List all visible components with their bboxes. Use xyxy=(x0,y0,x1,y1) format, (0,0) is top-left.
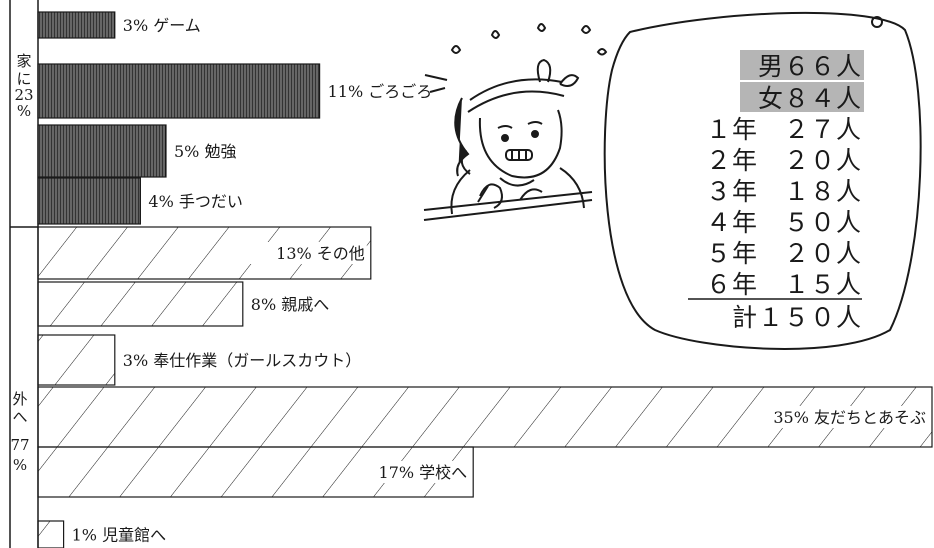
bar-0-3 xyxy=(37,177,142,225)
bars: 3% ゲーム 11% ごろごろ 5% 勉強 4% 手つだい 13% その他 8% 親戚へ 3… xyxy=(37,11,933,548)
total: 計１５０人 xyxy=(732,303,862,332)
bar-label-1-0: 13% その他 xyxy=(276,244,365,263)
group-out-char-3: % xyxy=(13,456,27,474)
bar-1-1 xyxy=(37,281,244,327)
group-out-char-2: 77 xyxy=(10,436,29,454)
bar-1-5 xyxy=(37,520,65,548)
bar-label-1-1: 8% 親戚へ xyxy=(251,295,329,314)
bar-label-0-2: 5% 勉強 xyxy=(174,142,236,161)
grade-3: ３年 １８人 xyxy=(706,177,862,206)
bar-label-1-3: 35% 友だちとあそぶ xyxy=(773,408,926,427)
gender-highlight-female xyxy=(740,82,864,112)
bar-label-0-1: 11% ごろごろ xyxy=(328,82,433,101)
group-out-char-1: へ xyxy=(12,408,27,426)
bar-label-1-5: 1% 児童館へ xyxy=(72,526,166,545)
grade-1: １年 ２７人 xyxy=(706,115,862,144)
bar-label-0-0: 3% ゲーム xyxy=(123,16,201,35)
worried-girl-icon xyxy=(423,23,608,221)
bar-1-2 xyxy=(37,334,116,386)
group-home-char-1: に xyxy=(16,70,31,88)
group-out-char-0: 外 xyxy=(12,390,27,408)
grade-4: ４年 ５０人 xyxy=(706,208,862,237)
group-home-name: 家 に 23 % xyxy=(14,52,33,120)
bar-label-bg-1-0 xyxy=(248,242,367,264)
group-out-name: 外 へ 77 % xyxy=(10,390,29,474)
bar-label-0-3: 4% 手つだい xyxy=(148,192,242,211)
gender-female: 女８４人 xyxy=(758,84,862,113)
bar-0-1 xyxy=(37,63,321,119)
bar-label-bg-1-4 xyxy=(351,461,470,483)
gender-highlight-male xyxy=(740,50,864,80)
grade-2: ２年 ２０人 xyxy=(706,146,862,175)
group-home-char-3: % xyxy=(17,102,31,120)
gender-male: 男６６人 xyxy=(758,52,862,81)
respondents-bubble: 男６６人 女８４人 １年 ２７人 ２年 ２０人 ３年 １８人 ４年 ５０人 ５年… xyxy=(603,11,922,350)
bar-label-1-2: 3% 奉仕作業（ガールスカウト） xyxy=(123,351,361,370)
grade-6: ６年 １５人 xyxy=(706,270,862,299)
bar-label-1-4: 17% 学校へ xyxy=(379,463,468,482)
group-home-char-2: 23 xyxy=(14,86,33,104)
bar-0-2 xyxy=(37,124,167,178)
group-home-char-0: 家 xyxy=(16,52,31,70)
bar-label-bg-1-3 xyxy=(754,406,928,428)
grade-5: ５年 ２０人 xyxy=(706,239,862,268)
bar-0-0 xyxy=(37,11,116,39)
